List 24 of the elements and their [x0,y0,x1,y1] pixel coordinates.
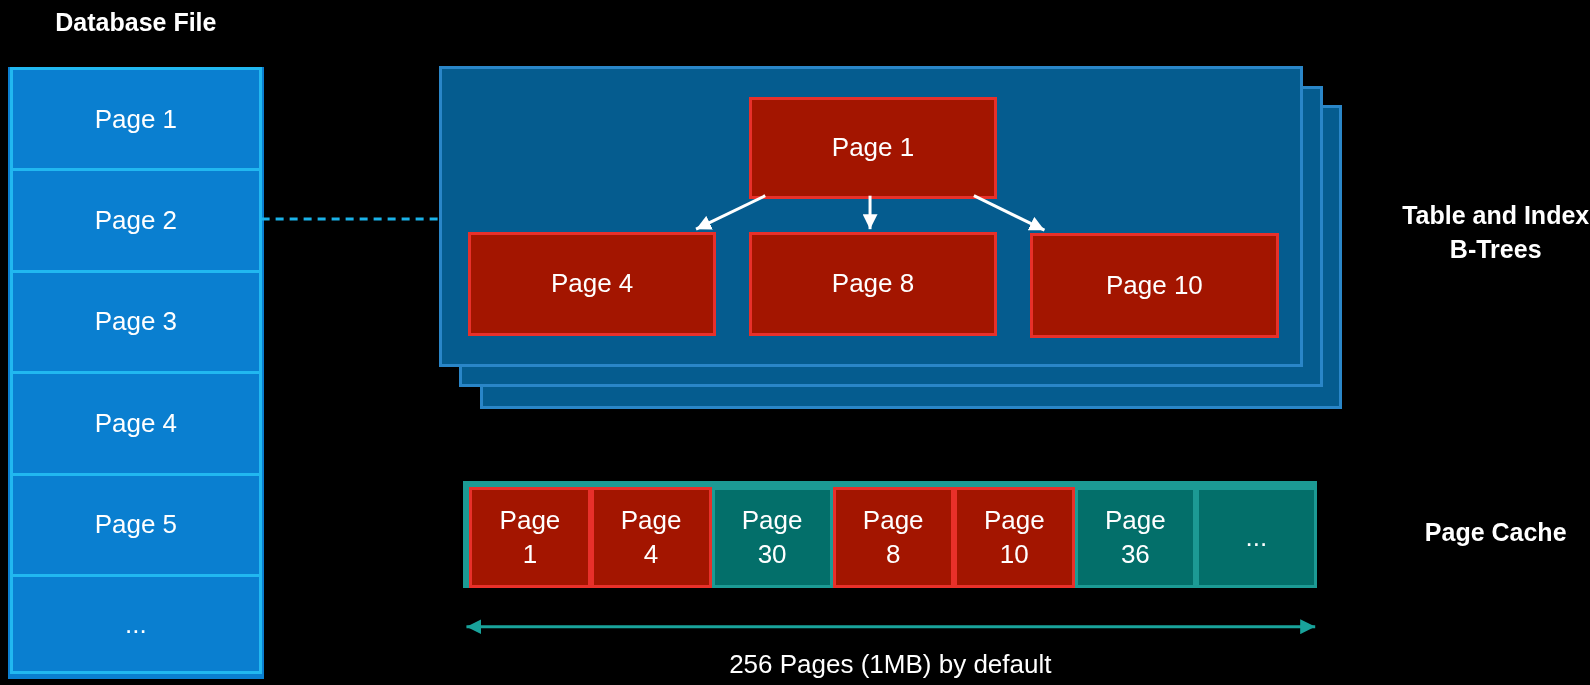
page-row: Page 4 [10,371,262,473]
page-row: ... [10,573,262,675]
arrow [862,195,878,230]
side-label: Table and Index B-Trees [1401,199,1590,265]
page-box: Page 8 [749,232,997,336]
column-heading: Database File [55,8,217,38]
cache-slot: Page 10 [953,486,1075,589]
page-box: Page 10 [1030,233,1279,338]
page-row: Page 1 [10,66,262,169]
page-box: Page 4 [468,232,716,336]
cache-slot: Page 8 [832,486,954,589]
page-cache-row [463,480,1318,589]
arrow [973,194,1046,232]
dashed-connector [261,217,440,221]
page-box: Page 1 [749,97,997,199]
dimension-label: 256 Pages (1MB) by default [728,648,1053,681]
side-label: Page Cache [1423,517,1568,549]
page-row: Page 3 [10,269,262,372]
page-row: Page 2 [10,168,262,270]
arrow [695,194,766,231]
cache-slot: Page 1 [469,486,591,589]
b-tree-panel [439,65,1303,368]
page-row: Page 5 [10,472,262,574]
cache-slot: Page 4 [590,486,712,589]
